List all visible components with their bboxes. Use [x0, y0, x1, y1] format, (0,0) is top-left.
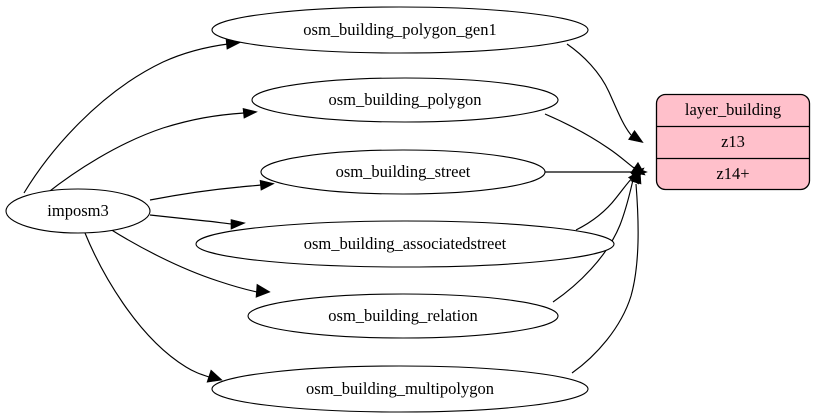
edge-imposm3-to-polygon — [45, 108, 258, 195]
node-shape[interactable] — [211, 365, 589, 413]
arrowhead-icon — [255, 283, 271, 298]
arrowhead-icon — [630, 169, 642, 185]
edge-path — [571, 183, 639, 374]
edge-path — [149, 214, 233, 225]
node-label: imposm3 — [47, 201, 108, 220]
edge-path — [149, 184, 262, 201]
edge-path — [109, 228, 258, 293]
node-label: osm_building_multipolygon — [306, 379, 494, 398]
node-label: osm_building_street — [336, 162, 471, 181]
node-label: osm_building_polygon — [328, 90, 481, 109]
node-shape[interactable] — [5, 188, 151, 234]
arrowhead-icon — [230, 219, 246, 230]
node-shape[interactable] — [260, 149, 546, 195]
node-osm-building-polygon-gen1[interactable]: osm_building_polygon_gen1 — [211, 6, 589, 54]
record-row-title: layer_building — [685, 100, 781, 119]
edge-group-tables-to-layer — [544, 43, 648, 374]
node-osm-building-polygon[interactable]: osm_building_polygon — [251, 77, 559, 123]
edge-imposm3-to-associatedstreet — [149, 214, 246, 230]
edge-imposm3-to-multipolygon — [84, 232, 223, 383]
edge-polygon-gen1-to-z13 — [566, 43, 644, 143]
arrowhead-icon — [259, 179, 275, 191]
node-label: osm_building_relation — [328, 306, 477, 325]
node-shape[interactable] — [251, 77, 559, 123]
edge-multipolygon-to-z14 — [571, 169, 642, 374]
record-row-z13: z13 — [721, 132, 745, 151]
node-shape[interactable] — [211, 6, 589, 54]
arrowhead-icon — [628, 129, 644, 143]
node-imposm3[interactable]: imposm3 — [5, 188, 151, 234]
node-shape[interactable] — [247, 293, 559, 339]
edge-path — [45, 112, 245, 195]
record-row-z14: z14+ — [716, 164, 749, 183]
edge-path — [575, 175, 635, 231]
node-shape[interactable] — [195, 220, 615, 268]
node-osm-building-associatedstreet[interactable]: osm_building_associatedstreet — [195, 220, 615, 268]
node-osm-building-relation[interactable]: osm_building_relation — [247, 293, 559, 339]
edge-path — [23, 43, 229, 194]
node-label: osm_building_associatedstreet — [304, 234, 507, 253]
arrowhead-icon — [206, 369, 223, 383]
node-osm-building-multipolygon[interactable]: osm_building_multipolygon — [211, 365, 589, 413]
node-layer-building[interactable]: layer_building z13 z14+ — [655, 93, 811, 191]
edge-path — [566, 43, 632, 136]
edge-path — [84, 232, 210, 378]
edge-imposm3-to-relation — [109, 228, 271, 298]
edge-imposm3-to-street — [149, 179, 275, 201]
edge-group-source-to-tables — [23, 38, 275, 383]
node-osm-building-street[interactable]: osm_building_street — [260, 149, 546, 195]
edge-imposm3-to-polygon-gen1 — [23, 38, 241, 194]
edge-path — [544, 113, 635, 169]
record-background[interactable] — [655, 93, 811, 191]
edge-polygon-to-z14 — [544, 113, 646, 176]
edge-path — [552, 179, 634, 303]
node-label: osm_building_polygon_gen1 — [303, 20, 496, 39]
arrowhead-icon — [242, 108, 258, 119]
